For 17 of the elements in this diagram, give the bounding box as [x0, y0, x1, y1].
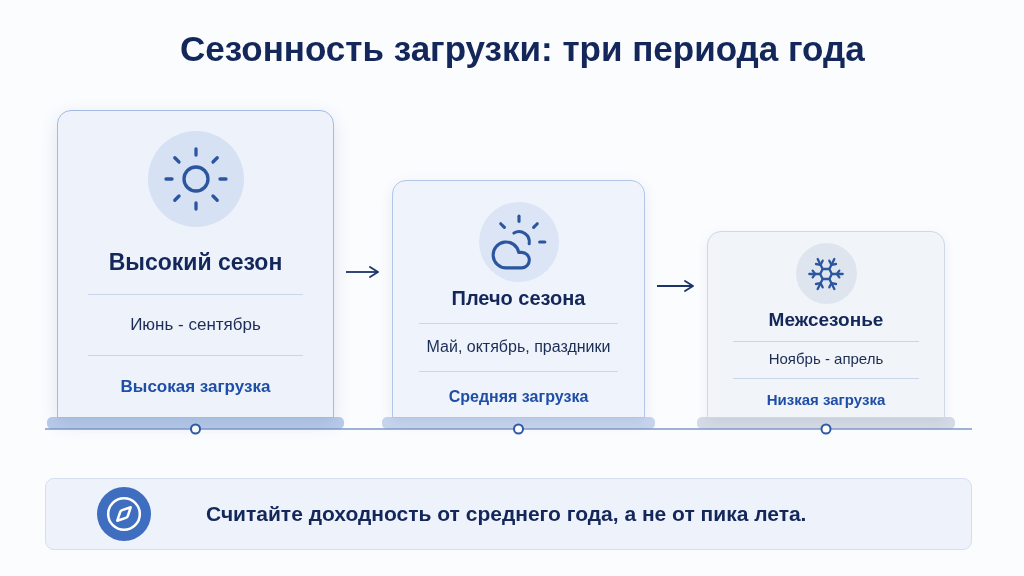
season-heading: Высокий сезон: [108, 248, 283, 276]
load-level-text: Низкая загрузка: [766, 390, 886, 410]
season-card: [392, 180, 645, 418]
tip-text: Считайте доходность от среднего года, а не от пика лета.: [206, 501, 807, 527]
season-heading: Межсезонье: [768, 308, 884, 332]
diagram-title: Сезонность загрузки: три периода года: [180, 28, 865, 70]
season-heading: Плечо сезона: [451, 286, 586, 311]
season-card: [707, 231, 945, 418]
season-card: [57, 110, 334, 418]
period-months-text: Ноябрь - апрель: [768, 349, 884, 369]
arrow: [345, 266, 379, 278]
tip-banner: [45, 478, 972, 550]
load-level-text: Средняя загрузка: [448, 387, 589, 407]
arrow: [656, 280, 694, 292]
period-months-text: Май, октябрь, праздники: [426, 337, 611, 357]
load-level-text: Высокая загрузка: [120, 376, 271, 398]
period-months-text: Июнь - сентябрь: [130, 314, 261, 336]
